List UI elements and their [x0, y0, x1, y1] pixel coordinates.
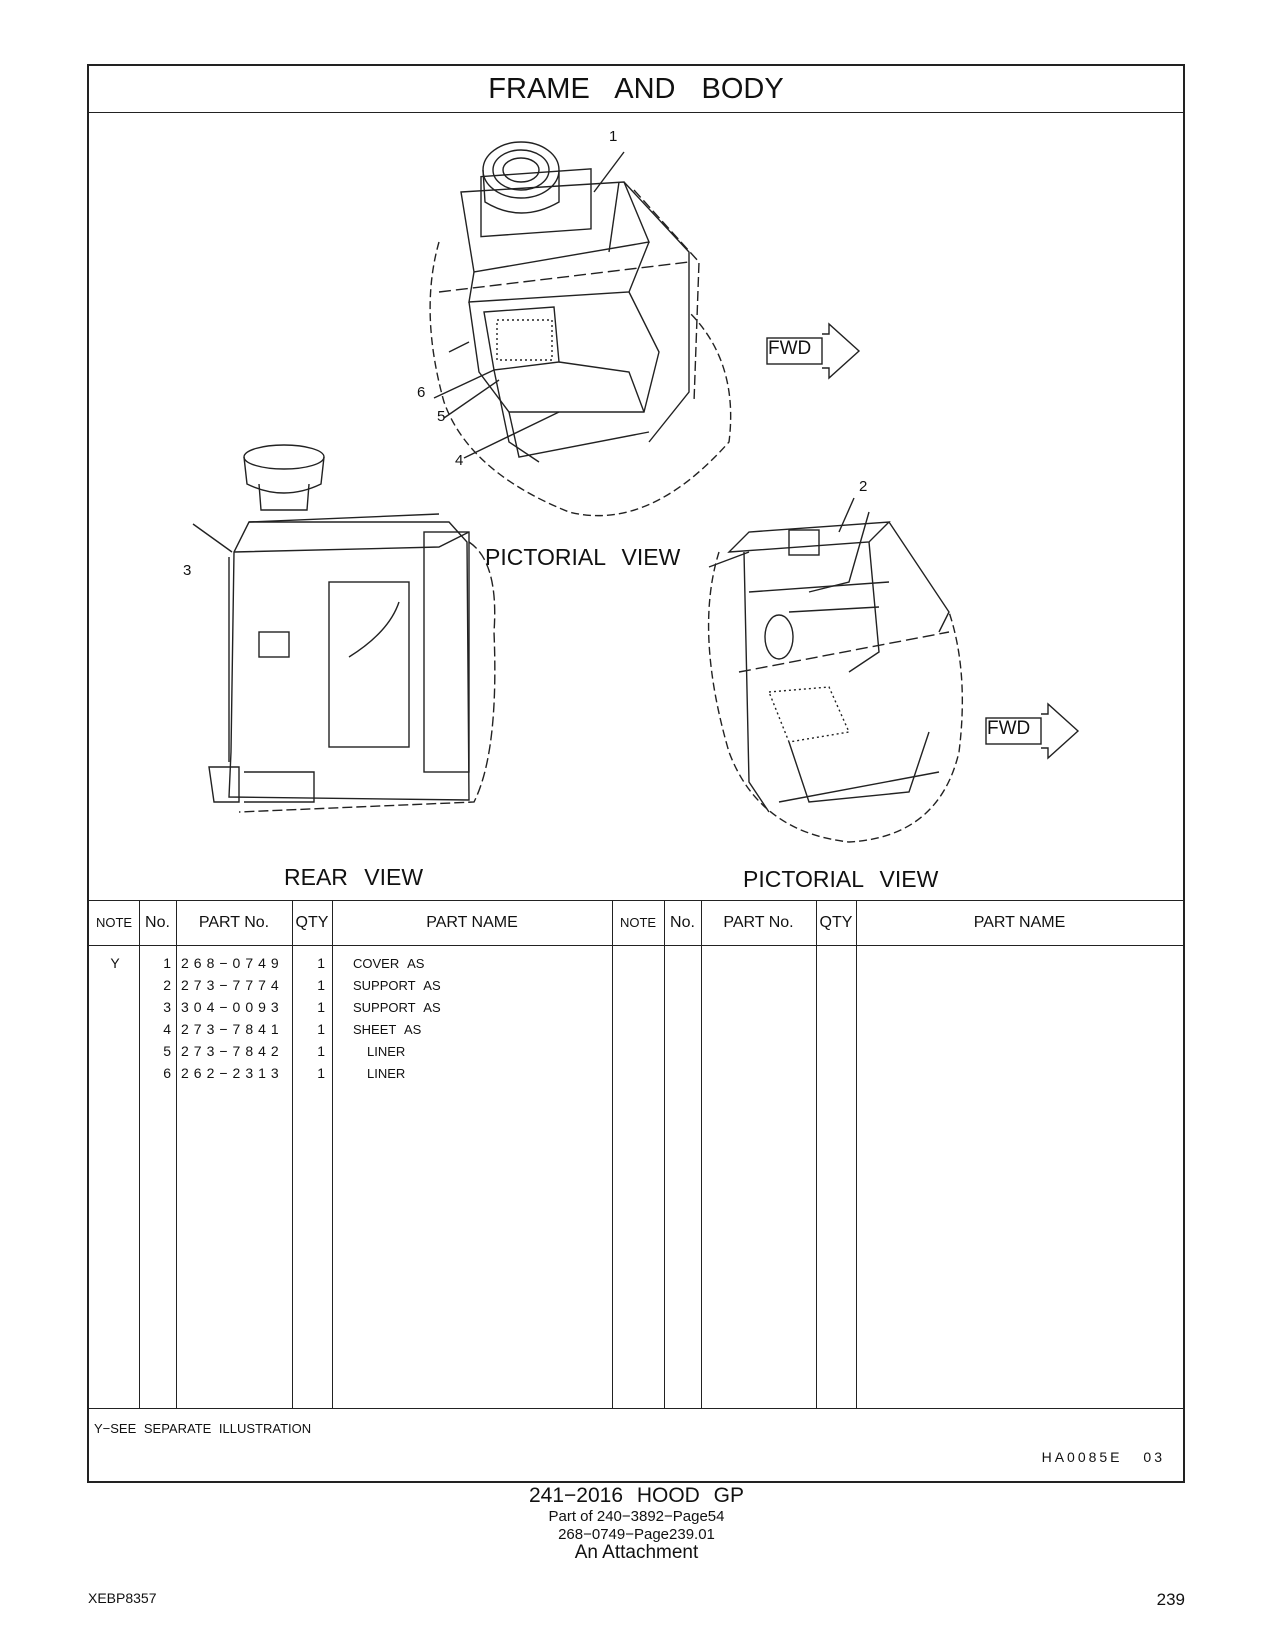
column-divider: [612, 900, 613, 1409]
parts-table-header: NOTE No. PART No. QTY PART NAME NOTE No.…: [89, 900, 1183, 946]
table-row: 6 262−2313 1 LINER: [89, 1062, 1183, 1085]
row-part-no: 262−2313: [181, 1065, 284, 1081]
callout-5: 5: [437, 408, 446, 425]
row-qty: 1: [317, 1021, 325, 1037]
row-part-no: 304−0093: [181, 999, 284, 1015]
row-qty: 1: [317, 1043, 325, 1059]
row-qty: 1: [317, 999, 325, 1015]
column-divider: [856, 900, 857, 1409]
row-part-no: 268−0749: [181, 955, 284, 971]
header-qty-left: QTY: [295, 914, 329, 931]
callout-6: 6: [417, 384, 426, 401]
exploded-view-drawing: [192, 141, 1080, 843]
table-row: 2 273−7774 1 SUPPORT AS: [89, 974, 1183, 997]
row-part-no: 273−7842: [181, 1043, 284, 1059]
column-divider: [292, 900, 293, 1409]
header-part-name-left: PART NAME: [426, 914, 518, 931]
row-part-name: SHEET AS: [353, 1022, 422, 1037]
page-reference: 268−0749−Page239.01: [558, 1526, 715, 1543]
rear-view-drawing: [192, 444, 496, 813]
callout-1: 1: [609, 128, 618, 145]
row-qty: 1: [317, 1065, 325, 1081]
fwd-arrow-bottom: [985, 702, 1080, 760]
header-part-no-left: PART No.: [198, 914, 270, 931]
page-number: 239: [1156, 1590, 1185, 1609]
document-number: XEBP8357: [88, 1590, 157, 1606]
row-part-name: SUPPORT AS: [353, 1000, 441, 1015]
header-note-left: NOTE: [95, 915, 133, 930]
fwd-arrow-top: [766, 322, 861, 380]
table-row: 3 304−0093 1 SUPPORT AS: [89, 996, 1183, 1019]
fwd-label-bottom: FWD: [987, 718, 1031, 739]
row-part-no: 273−7841: [181, 1021, 284, 1037]
column-divider: [176, 900, 177, 1409]
part-of-reference: Part of 240−3892−Page54: [548, 1508, 725, 1525]
header-note-right: NOTE: [619, 915, 657, 930]
row-item-no: 6: [163, 1065, 171, 1081]
table-row: 4 273−7841 1 SHEET AS: [89, 1018, 1183, 1041]
row-part-name: LINER: [367, 1066, 406, 1081]
top-pictorial-drawing: [429, 141, 732, 517]
row-item-no: 2: [163, 977, 171, 993]
attachment-label: An Attachment: [574, 1542, 699, 1563]
page-title: FRAME AND BODY: [89, 66, 1183, 113]
pictorial-view-label-top: PICTORIAL VIEW: [485, 544, 681, 570]
callout-3: 3: [183, 562, 192, 579]
row-item-no: 4: [163, 1021, 171, 1037]
row-qty: 1: [317, 977, 325, 993]
callout-2: 2: [859, 478, 868, 495]
parts-table-body: [89, 946, 1183, 1409]
group-title: 241−2016 HOOD GP: [528, 1484, 745, 1507]
column-divider: [332, 900, 333, 1409]
bottom-pictorial-drawing: [707, 497, 964, 843]
row-qty: 1: [317, 955, 325, 971]
row-part-name: SUPPORT AS: [353, 978, 441, 993]
header-no-left: No.: [145, 914, 170, 931]
column-divider: [139, 900, 140, 1409]
row-item-no: 5: [163, 1043, 171, 1059]
row-part-name: LINER: [367, 1044, 406, 1059]
table-row: 5 273−7842 1 LINER: [89, 1040, 1183, 1063]
column-divider: [701, 900, 702, 1409]
row-part-no: 273−7774: [181, 977, 284, 993]
table-row: Y 1 268−0749 1 COVER AS: [89, 952, 1183, 975]
row-item-no: 1: [163, 955, 171, 971]
pictorial-view-label-bottom: PICTORIAL VIEW: [743, 866, 939, 892]
column-divider: [664, 900, 665, 1409]
parts-page-frame: FRAME AND BODY: [87, 64, 1185, 1483]
fwd-label-top: FWD: [768, 338, 812, 359]
illustration-code: HA0085E 03: [1041, 1449, 1165, 1465]
column-divider: [816, 900, 817, 1409]
rear-view-label: REAR VIEW: [284, 864, 424, 890]
header-part-no-right: PART No.: [723, 914, 794, 931]
illustration-area: PICTORIAL VIEW REAR VIEW PICTORIAL VIEW …: [89, 112, 1183, 900]
row-note: Y: [110, 955, 120, 971]
footnote: Y−SEE SEPARATE ILLUSTRATION: [94, 1421, 312, 1436]
header-part-name-right: PART NAME: [973, 914, 1066, 931]
header-qty-right: QTY: [819, 914, 853, 931]
row-part-name: COVER AS: [353, 956, 425, 971]
callout-4: 4: [455, 452, 464, 469]
row-item-no: 3: [163, 999, 171, 1015]
header-no-right: No.: [670, 914, 695, 931]
